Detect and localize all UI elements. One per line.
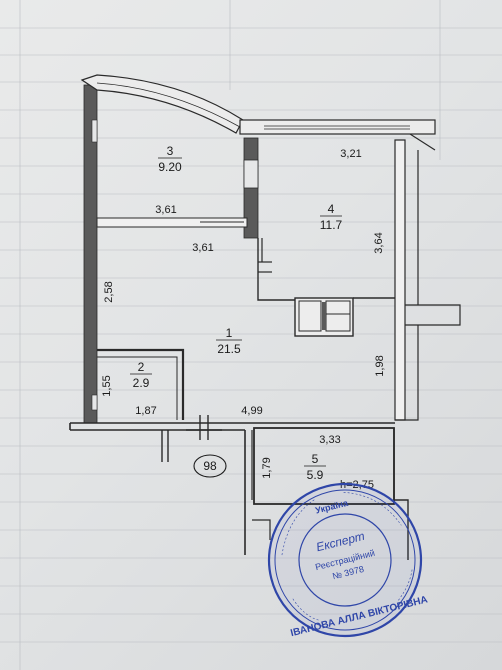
room-number: 5 [312,452,319,466]
dim-1-79: 1,79 [261,457,273,478]
room-2-label: 2 2.9 [130,360,152,390]
room-5-label: 5 5.9 [304,452,326,482]
room-number: 2 [138,360,145,374]
walls [69,74,461,560]
dim-4-99: 4,99 [241,405,262,417]
room-number: 4 [328,202,335,216]
room-number: 3 [167,144,174,158]
dim-1-87: 1,87 [135,405,156,417]
dim-1-98: 1,98 [374,355,386,376]
right-wall [394,139,406,421]
dim-3-21: 3,21 [340,148,361,160]
dim-3-61-top: 3,61 [155,204,176,216]
room-labels: 3 9.20 4 11.7 1 21.5 2 2.9 5 5.9 [130,144,343,482]
dim-1-55: 1,55 [101,375,113,396]
dim-3-64: 3,64 [373,232,385,253]
room-area: 11.7 [320,218,343,232]
room-area: 21.5 [217,342,241,356]
room-area: 9.20 [158,160,182,174]
bathroom-walls [97,348,185,420]
apartment-number-badge: 98 [193,454,227,478]
room-area: 5.9 [307,468,324,482]
dim-3-33: 3,33 [319,434,340,446]
dim-2-58: 2,58 [103,281,115,302]
top-window-wall-room4 [239,119,436,135]
dim-3-61-mid: 3,61 [192,242,213,254]
room-3-label: 3 9.20 [158,144,182,174]
room-1-label: 1 21.5 [216,326,242,356]
room-area: 2.9 [133,376,150,390]
expert-stamp: Україна Експерт Реєстраційний № 3978 ІВА… [267,482,429,639]
room-4-label: 4 11.7 [320,202,343,232]
room-number: 1 [226,326,233,340]
apartment-number: 98 [203,459,217,473]
